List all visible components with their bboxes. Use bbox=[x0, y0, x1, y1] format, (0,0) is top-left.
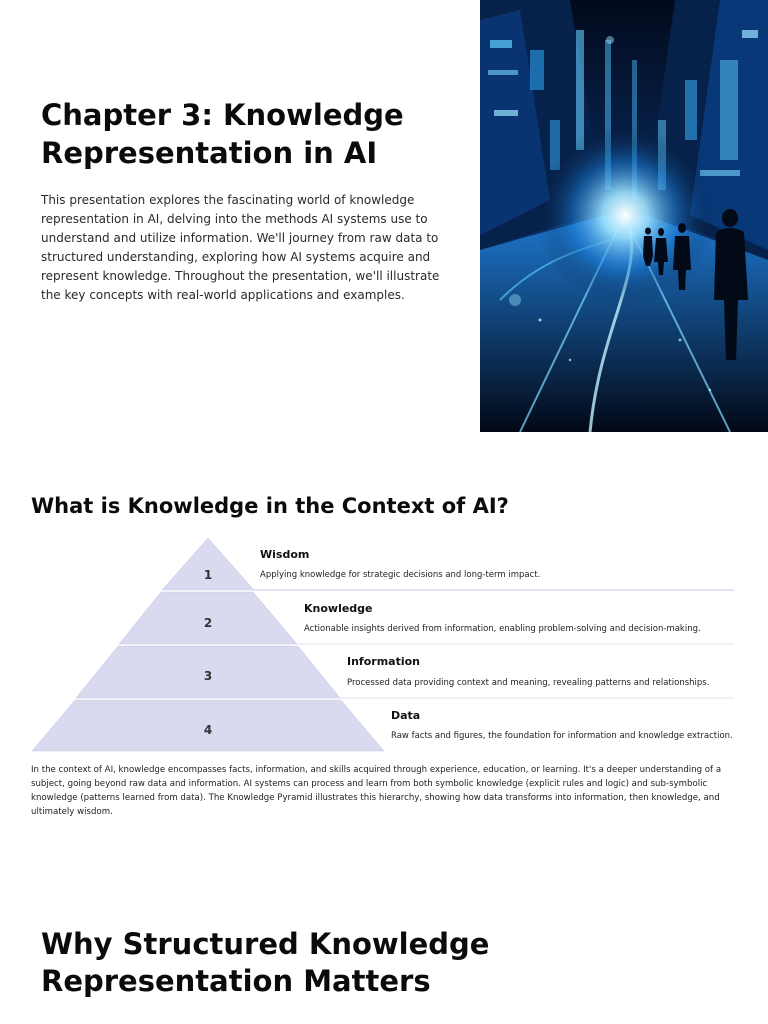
chapter-title: Chapter 3: Knowledge Representation in A… bbox=[41, 96, 461, 172]
structured-representation-title: Why Structured Knowledge Representation … bbox=[41, 926, 561, 1000]
tier-title-knowledge: Knowledge bbox=[304, 602, 373, 615]
tier-number-3: 3 bbox=[193, 669, 223, 683]
title-slide: Chapter 3: Knowledge Representation in A… bbox=[0, 0, 768, 432]
intro-paragraph: This presentation explores the fascinati… bbox=[41, 191, 441, 305]
tier-number-1: 1 bbox=[193, 568, 223, 582]
tier-desc-wisdom: Applying knowledge for strategic decisio… bbox=[260, 570, 540, 580]
tier-title-information: Information bbox=[347, 655, 420, 668]
tier-title-wisdom: Wisdom bbox=[260, 548, 309, 561]
knowledge-paragraph: In the context of AI, knowledge encompas… bbox=[31, 763, 737, 819]
tier-desc-knowledge: Actionable insights derived from informa… bbox=[304, 624, 701, 634]
tier-desc-data: Raw facts and figures, the foundation fo… bbox=[391, 731, 733, 741]
knowledge-section-title: What is Knowledge in the Context of AI? bbox=[31, 494, 509, 518]
knowledge-pyramid: 1 Wisdom Applying knowledge for strategi… bbox=[0, 536, 768, 756]
futuristic-city-image bbox=[480, 0, 768, 432]
tier-desc-information: Processed data providing context and mea… bbox=[347, 678, 709, 688]
tier-number-2: 2 bbox=[193, 616, 223, 630]
tier-title-data: Data bbox=[391, 709, 420, 722]
tier-number-4: 4 bbox=[193, 723, 223, 737]
pyramid-tier-wisdom bbox=[162, 538, 254, 590]
